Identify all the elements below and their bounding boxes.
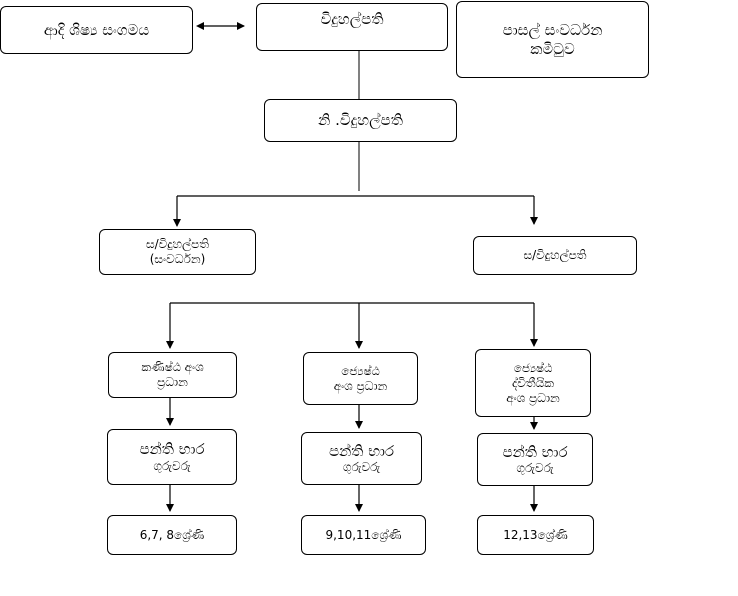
- grades-box-3: 12,13ශ්‍රේණි: [477, 515, 594, 555]
- class-teachers-2-line1: පන්ති භාර: [328, 441, 395, 460]
- class-teachers-box-2: පන්ති භාර ගුරුවරු: [301, 432, 422, 485]
- sdc-label-line2: කමිටුව: [530, 39, 575, 58]
- assistant-principal-development-box: ස/විදුහල්පති (සංවර්ධන): [99, 229, 256, 275]
- junior-section-head-box: කණිෂ්ඨ අංශ ප්‍රධාන: [108, 352, 237, 398]
- grades-box-1: 6,7, 8ශ්‍රේණි: [107, 515, 237, 555]
- principal-label: විදුහල්පති: [320, 10, 384, 28]
- class-teachers-box-3: පන්ති භාර ගුරුවරු: [477, 433, 593, 486]
- junior-head-label-line1: කණිෂ්ඨ අංශ: [141, 360, 204, 374]
- deputy-principal-box: නි .විදුහල්පති: [264, 99, 457, 142]
- class-teachers-1-line1: පන්ති භාර: [139, 440, 205, 459]
- deputy-principal-label: නි .විදුහල්පති: [318, 111, 403, 130]
- class-teachers-2-line2: ගුරුවරු: [342, 460, 381, 475]
- senior-section-head-box: ජ්‍යෙෂ්ඨ අංශ ප්‍රධාන: [303, 352, 418, 405]
- class-teachers-1-line2: ගුරුවරු: [153, 458, 191, 473]
- asst-2-label: ස/විදුහල්පති: [523, 248, 587, 262]
- grades-2-label: 9,10,11ශ්‍රේණි: [325, 527, 402, 542]
- alumni-association-box: ආදි ශිෂ්‍ය සංගමය: [0, 6, 193, 54]
- senior-head-label-line2: අංශ ප්‍රධාන: [333, 378, 388, 393]
- alumni-association-label: ආදි ශිෂ්‍ය සංගමය: [43, 20, 150, 39]
- senior-head-label-line1: ජ්‍යෙෂ්ඨ: [341, 363, 380, 378]
- junior-head-label-line2: ප්‍රධාන: [157, 375, 188, 389]
- class-teachers-3-line1: පන්ති භාර: [502, 442, 568, 461]
- class-teachers-box-1: පන්ති භාර ගුරුවරු: [107, 429, 237, 485]
- class-teachers-3-line2: ගුරුවරු: [516, 461, 554, 476]
- senior-secondary-section-head-box: ජ්‍යෙෂ්ඨ ද්විතීයික අංශ ප්‍රධාන: [475, 349, 591, 417]
- senior2-head-label-line2: ද්විතීයික: [511, 375, 555, 390]
- senior2-head-label-line1: ජ්‍යෙෂ්ඨ: [513, 360, 553, 375]
- senior2-head-label-line3: අංශ ප්‍රධාන: [506, 390, 560, 405]
- sdc-label-line1: පාසල් සංවර්ධන: [502, 20, 603, 39]
- principal-box: විදුහල්පති: [256, 3, 448, 51]
- grades-3-label: 12,13ශ්‍රේණි: [503, 527, 568, 542]
- grades-1-label: 6,7, 8ශ්‍රේණි: [139, 527, 205, 542]
- grades-box-2: 9,10,11ශ්‍රේණි: [301, 515, 426, 555]
- asst-dev-label-line1: ස/විදුහල්පති: [145, 237, 210, 251]
- asst-dev-label-line2: (සංවර්ධන): [149, 252, 206, 266]
- school-development-committee-box: පාසල් සංවර්ධන කමිටුව: [456, 1, 649, 78]
- assistant-principal-box: ස/විදුහල්පති: [473, 236, 637, 275]
